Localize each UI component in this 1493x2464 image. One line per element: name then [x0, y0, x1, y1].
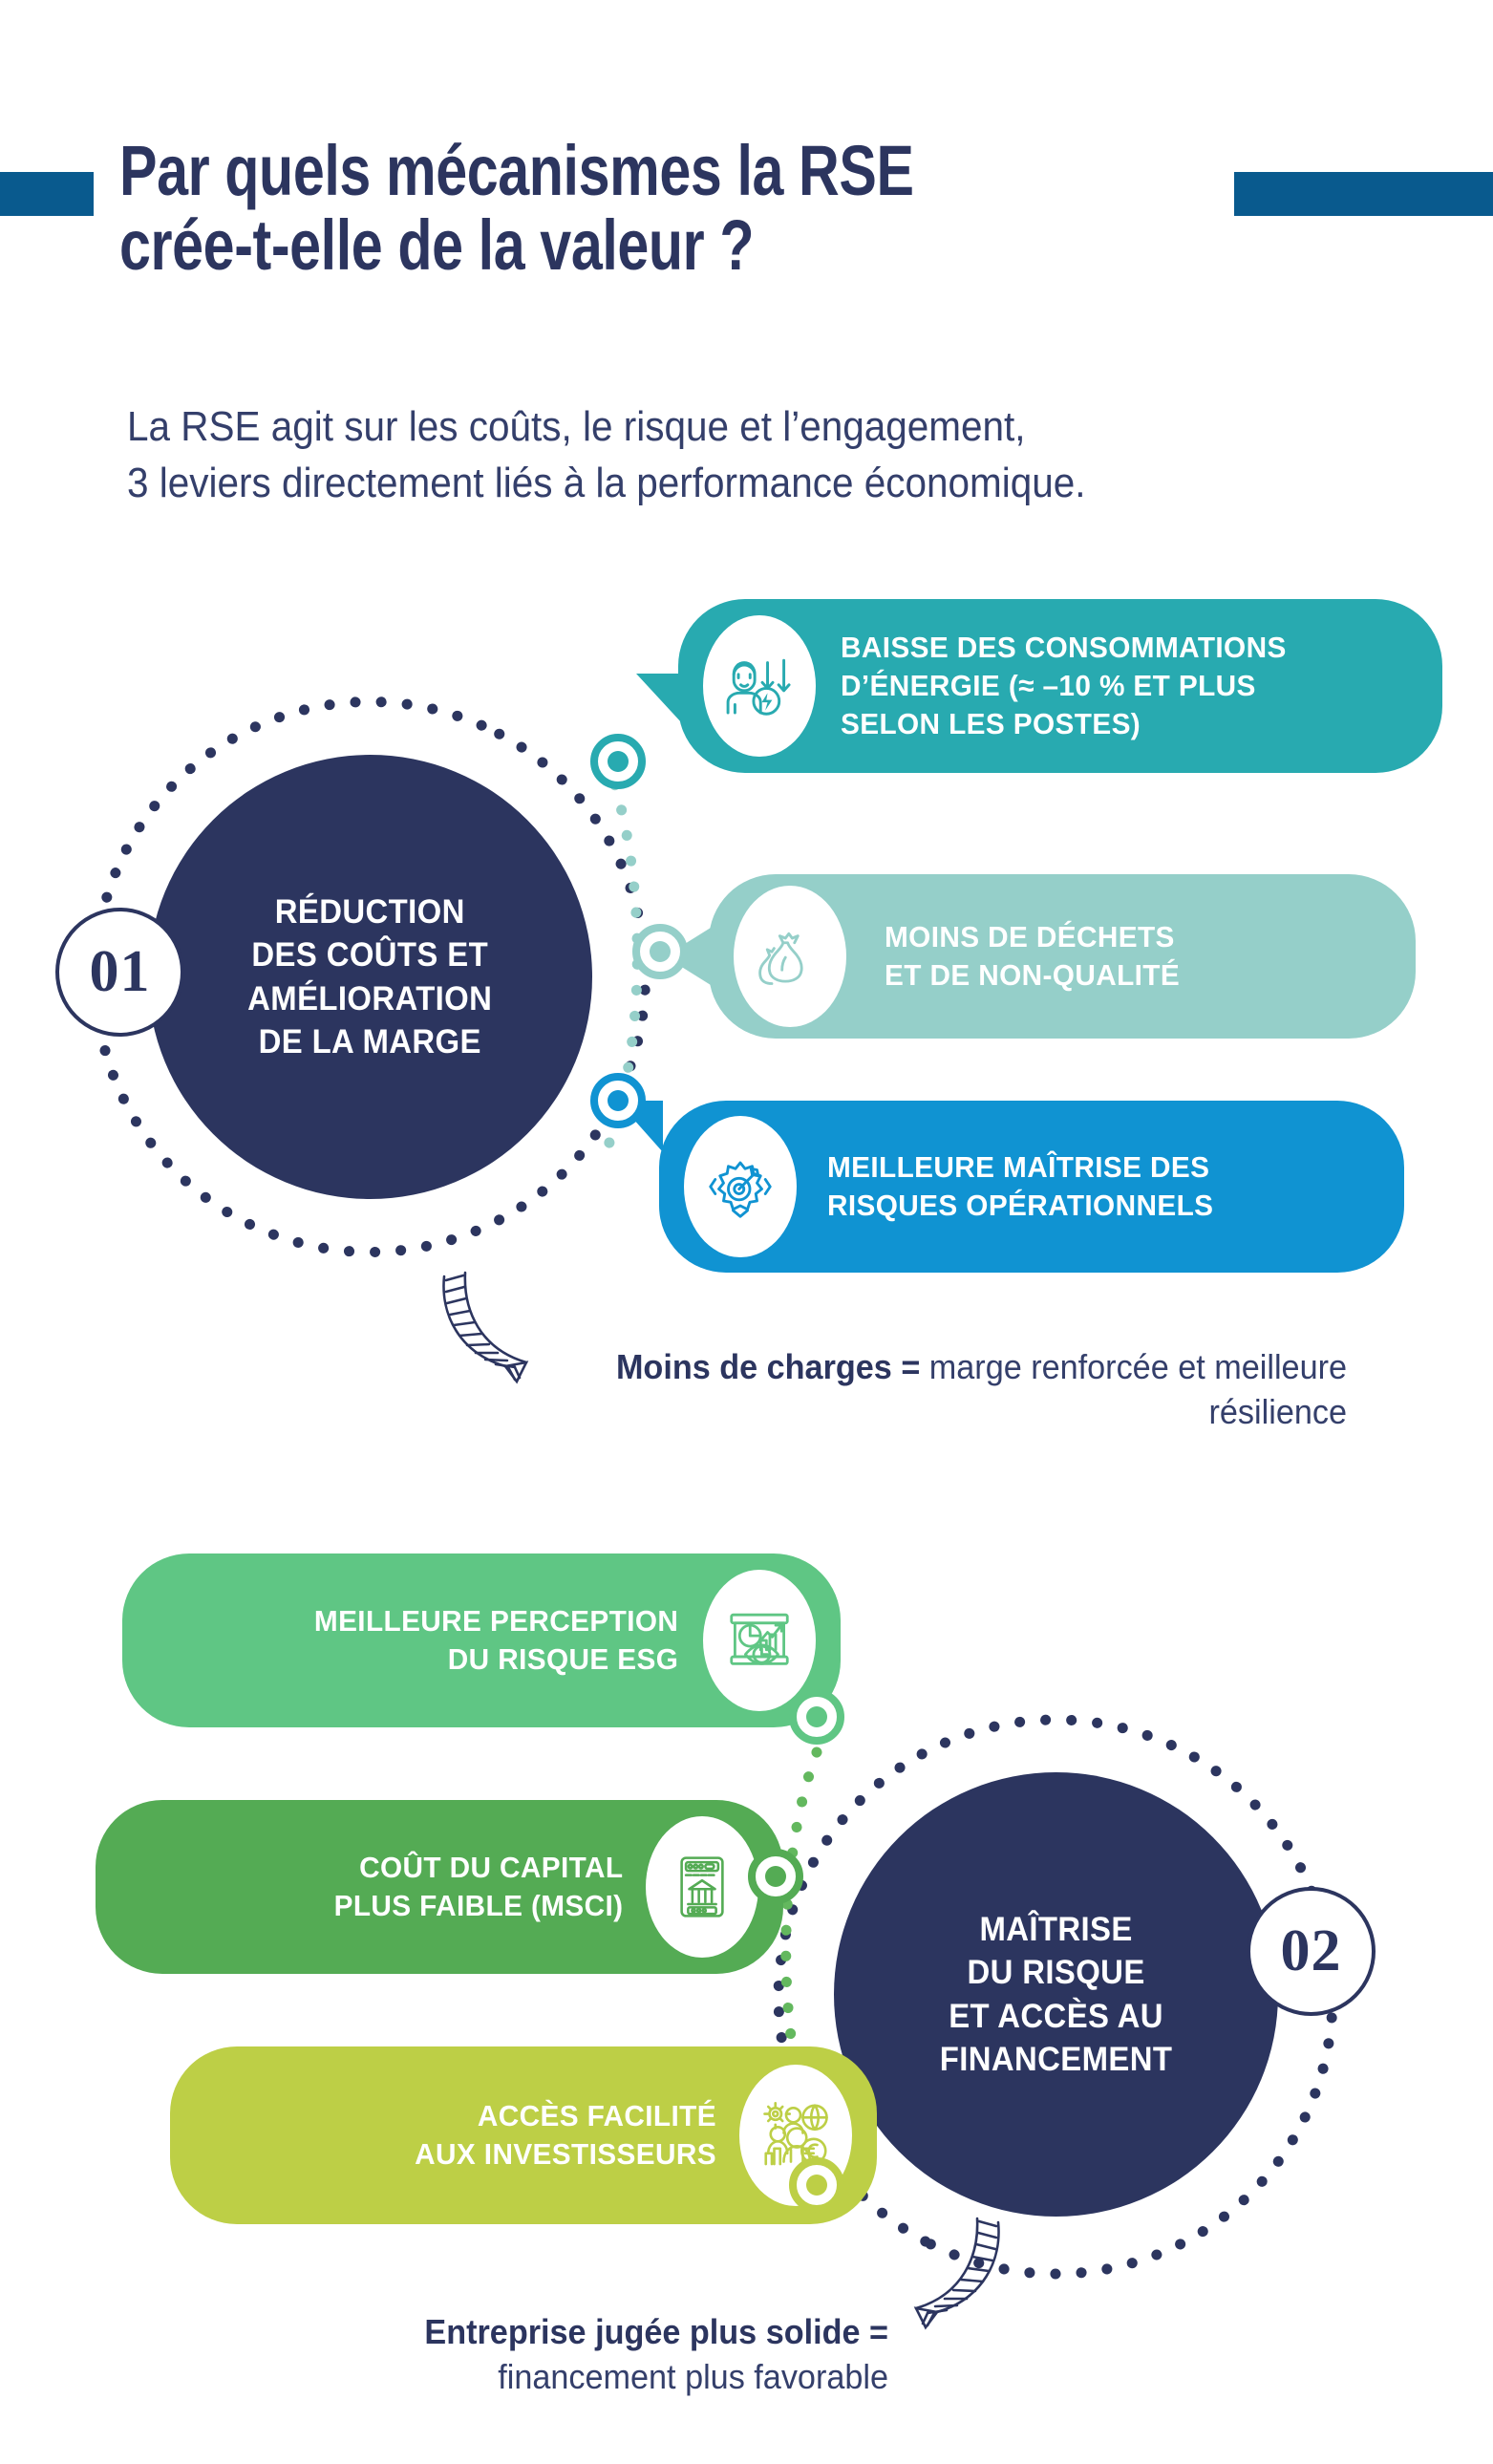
caption-section-2: Entreprise jugée plus solide = financeme…: [263, 2310, 888, 2400]
page-subtitle: La RSE agit sur les coûts, le risque et …: [127, 403, 1086, 506]
card-label: BAISSE DES CONSOMMATIONS D’ÉNERGIE (≈ –1…: [841, 630, 1287, 741]
hub-circle-1: RÉDUCTION DES COÛTS ET AMÉLIORATION DE L…: [148, 755, 592, 1199]
connector-path-2: [780, 1746, 822, 2155]
card-label: MOINS DE DÉCHETS ET DE NON-QUALITÉ: [885, 919, 1181, 992]
hand-drawn-arrow-1: [442, 1271, 529, 1384]
caption-bold-1: Moins de charges =: [615, 1347, 921, 1386]
connector-node-2a: [789, 1689, 844, 1745]
card-label: MEILLEURE PERCEPTION DU RISQUE ESG: [313, 1603, 678, 1676]
card-perception-risque-esg[interactable]: MEILLEURE PERCEPTION DU RISQUE ESG: [122, 1553, 841, 1727]
card-label: MEILLEURE MAÎTRISE DES RISQUES OPÉRATION…: [827, 1149, 1214, 1222]
hand-drawn-arrow-2: [913, 2217, 1000, 2330]
energy-reduction-icon: [703, 615, 816, 757]
connector-node-1a: [590, 734, 646, 789]
title-rule-left: [0, 172, 94, 216]
card-tail: [636, 674, 682, 723]
caption-bold-2: Entreprise jugée plus solide =: [424, 2312, 888, 2351]
page-title: Par quels mécanismes la RSE crée-t-elle …: [119, 131, 914, 286]
caption-rest-2: financement plus favorable: [498, 2356, 888, 2396]
connector-path-1: [601, 755, 643, 1156]
connector-node-1b: [632, 924, 688, 979]
esg-chart-eye-icon: [703, 1570, 816, 1711]
hub-label-2: MAÎTRISE DU RISQUE ET ACCÈS AU FINANCEME…: [939, 1910, 1173, 2079]
card-cout-capital[interactable]: COÛT DU CAPITAL PLUS FAIBLE (MSCI): [96, 1800, 783, 1974]
caption-section-1: Moins de charges = marge renforcée et me…: [594, 1345, 1347, 1435]
hub-label-1: RÉDUCTION DES COÛTS ET AMÉLIORATION DE L…: [247, 892, 493, 1061]
card-baisse-consommations[interactable]: BAISSE DES CONSOMMATIONS D’ÉNERGIE (≈ –1…: [636, 599, 1442, 773]
card-maitrise-risques[interactable]: MEILLEURE MAÎTRISE DES RISQUES OPÉRATION…: [617, 1101, 1404, 1273]
hub-circle-2: MAÎTRISE DU RISQUE ET ACCÈS AU FINANCEME…: [834, 1772, 1278, 2217]
waste-bags-icon: [734, 886, 846, 1027]
card-acces-investisseurs[interactable]: ACCÈS FACILITÉ AUX INVESTISSEURS: [170, 2046, 877, 2224]
bank-mobile-icon: [646, 1816, 758, 1958]
card-moins-dechets[interactable]: MOINS DE DÉCHETS ET DE NON-QUALITÉ: [665, 874, 1416, 1039]
connector-node-2b: [748, 1849, 803, 1904]
title-rule-right: [1234, 172, 1493, 216]
connector-node-2c: [789, 2157, 844, 2213]
target-gear-icon: [684, 1116, 797, 1257]
caption-rest-1: marge renforcée et meilleure résilience: [920, 1347, 1347, 1431]
card-label: COÛT DU CAPITAL PLUS FAIBLE (MSCI): [333, 1850, 623, 1922]
card-label: ACCÈS FACILITÉ AUX INVESTISSEURS: [415, 2098, 716, 2171]
section-number-badge-1: 01: [55, 908, 184, 1037]
section-number-badge-2: 02: [1247, 1887, 1376, 2016]
connector-node-1c: [590, 1073, 646, 1128]
